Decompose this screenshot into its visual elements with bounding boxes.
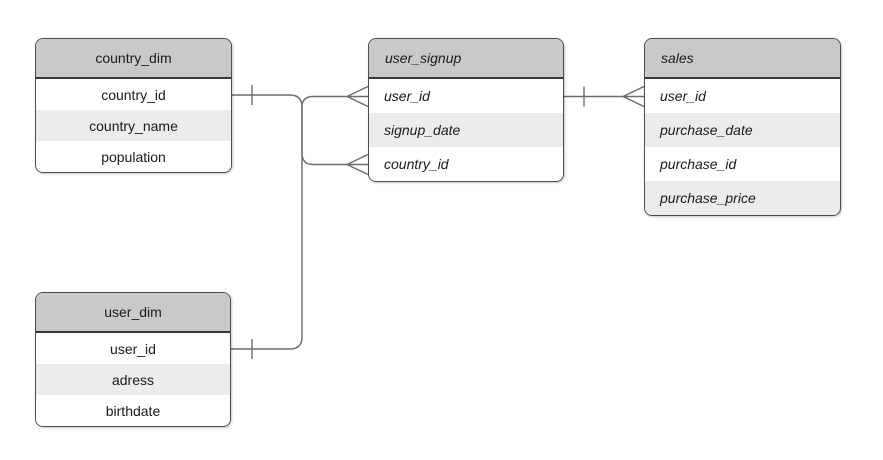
entity-title[interactable]: sales [645,39,840,79]
field-row[interactable]: birthdate [36,395,230,426]
field-row[interactable]: population [36,141,231,172]
crows-foot-many-icon [346,85,369,108]
connector-user-signup-to-sales[interactable] [564,85,645,108]
entity-title[interactable]: user_dim [36,293,230,333]
field-row[interactable]: user_id [36,333,230,364]
entity-table-country-dim[interactable]: country_dim country_id country_name popu… [35,38,232,173]
field-row[interactable]: country_name [36,110,231,141]
entity-table-user-signup[interactable]: user_signup user_id signup_date country_… [368,38,564,182]
crows-foot-many-icon [346,153,369,176]
connector-country-dim-to-user-signup[interactable] [232,85,369,176]
field-row[interactable]: country_id [36,79,231,110]
connector-user-dim-to-user-signup[interactable] [231,85,369,360]
field-row[interactable]: signup_date [369,113,563,147]
entity-table-sales[interactable]: sales user_id purchase_date purchase_id … [644,38,841,216]
field-row[interactable]: purchase_date [645,113,840,147]
field-row[interactable]: country_id [369,147,563,181]
entity-table-user-dim[interactable]: user_dim user_id adress birthdate [35,292,231,427]
field-row[interactable]: user_id [369,79,563,113]
field-row[interactable]: user_id [645,79,840,113]
field-row[interactable]: purchase_price [645,181,840,215]
field-row[interactable]: purchase_id [645,147,840,181]
entity-title[interactable]: user_signup [369,39,563,79]
entity-title[interactable]: country_dim [36,39,231,79]
crows-foot-many-icon [622,85,645,108]
connector-line [231,95,347,350]
field-row[interactable]: adress [36,364,230,395]
connector-line [232,94,347,166]
